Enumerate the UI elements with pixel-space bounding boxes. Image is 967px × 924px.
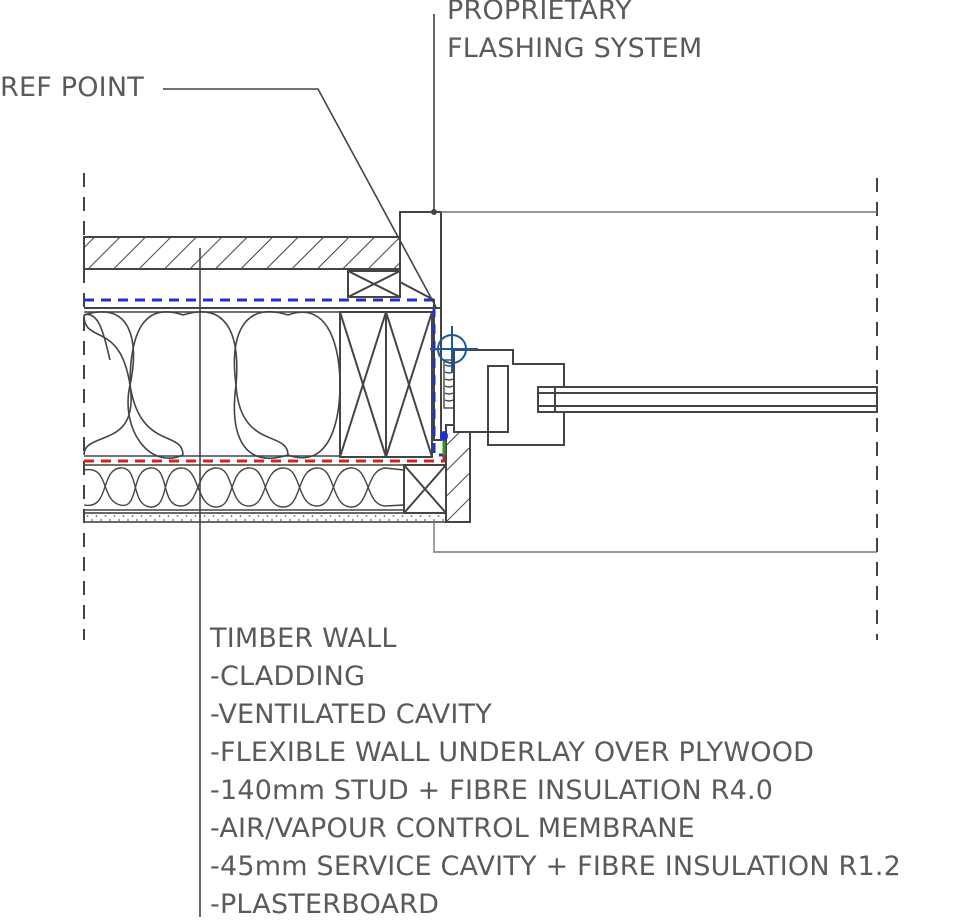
ref-point-label: REF POINT: [0, 72, 144, 103]
service-batten: [403, 464, 447, 514]
ref-point-marker: [430, 326, 478, 372]
cladding: [83, 236, 401, 270]
wall-underlay-line: [84, 298, 445, 457]
service-insulation: [83, 464, 405, 511]
wall-layer-cavity: -VENTILATED CAVITY: [210, 699, 492, 730]
seal: [440, 431, 448, 455]
reveal-lining: [445, 424, 471, 523]
leader-lines: [163, 14, 437, 917]
stud-insulation: [83, 311, 341, 459]
flashing-label: PROPRIETARY FLASHING SYSTEM: [447, 0, 702, 68]
outline-lines: [433, 211, 877, 553]
vapour-control-line: [84, 445, 446, 463]
wall-layer-service-cavity: -45mm SERVICE CAVITY + FIBRE INSULATION …: [210, 851, 901, 882]
cavity-batten: [347, 270, 401, 298]
wall-layer-plasterboard: -PLASTERBOARD: [210, 889, 440, 920]
flashing-label-line-2: FLASHING SYSTEM: [447, 33, 703, 64]
wall-build-up-label: TIMBER WALL -CLADDING -VENTILATED CAVITY…: [210, 620, 901, 924]
wall-layer-cladding: -CLADDING: [210, 661, 366, 692]
packer: [443, 359, 455, 409]
flashing-label-line-1: PROPRIETARY: [447, 0, 632, 26]
wall-layer-underlay: -FLEXIBLE WALL UNDERLAY OVER PLYWOOD: [210, 737, 815, 768]
wall-title: TIMBER WALL: [210, 623, 397, 654]
plasterboard: [83, 512, 447, 523]
window-glazing: [537, 386, 878, 413]
wall-layer-membrane: -AIR/VAPOUR CONTROL MEMBRANE: [210, 813, 695, 844]
window-frame: [453, 349, 565, 446]
stud: [339, 311, 433, 458]
wall-layer-stud: -140mm STUD + FIBRE INSULATION R4.0: [210, 775, 774, 806]
